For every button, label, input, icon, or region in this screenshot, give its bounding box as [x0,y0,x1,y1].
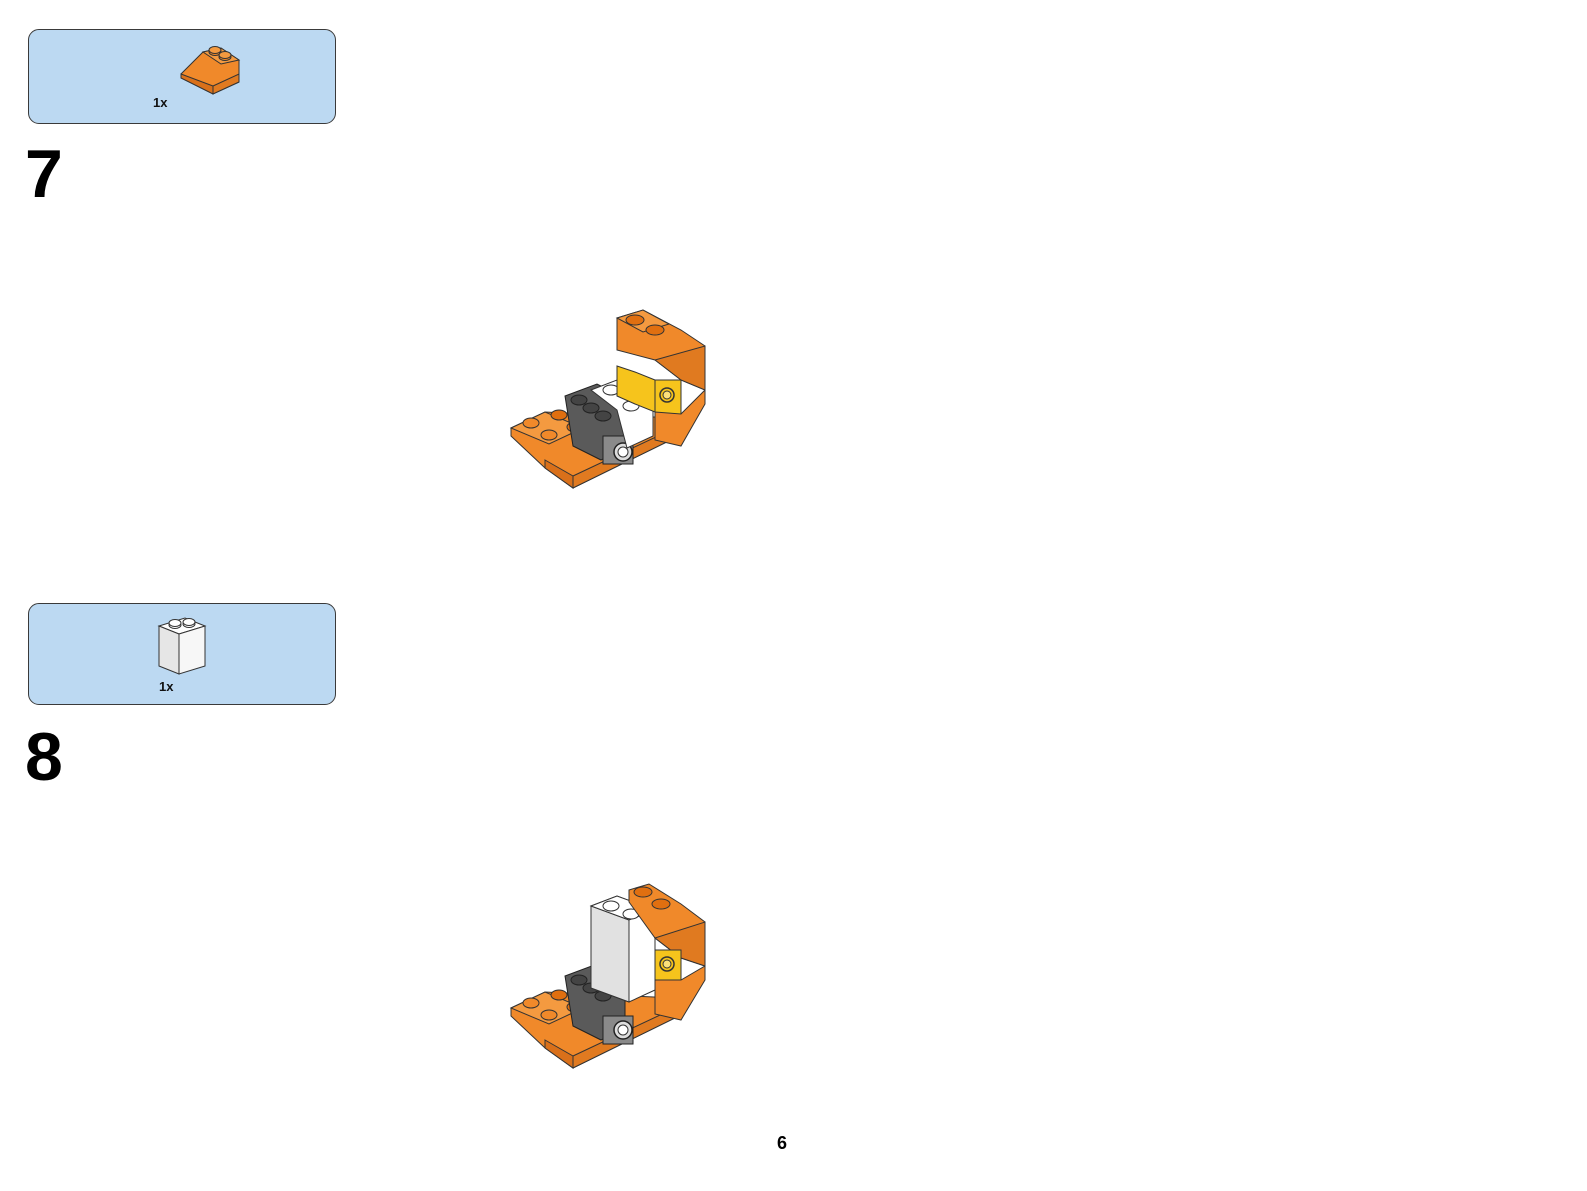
step-8: 1x 8 [0,590,1587,1110]
parts-list-box: 1x [28,603,336,705]
step-7: 1x 7 [0,0,1587,560]
step-number: 7 [25,136,63,212]
white-brick-icon [157,617,207,675]
part-quantity: 1x [153,95,168,110]
step-number: 8 [25,719,63,795]
orange-slope-brick-icon [180,46,241,95]
model-assembly-image [509,309,706,489]
model-assembly-image [509,883,706,1069]
part-quantity: 1x [159,679,174,694]
parts-list-box: 1x [28,29,336,124]
page-number: 6 [777,1133,788,1153]
